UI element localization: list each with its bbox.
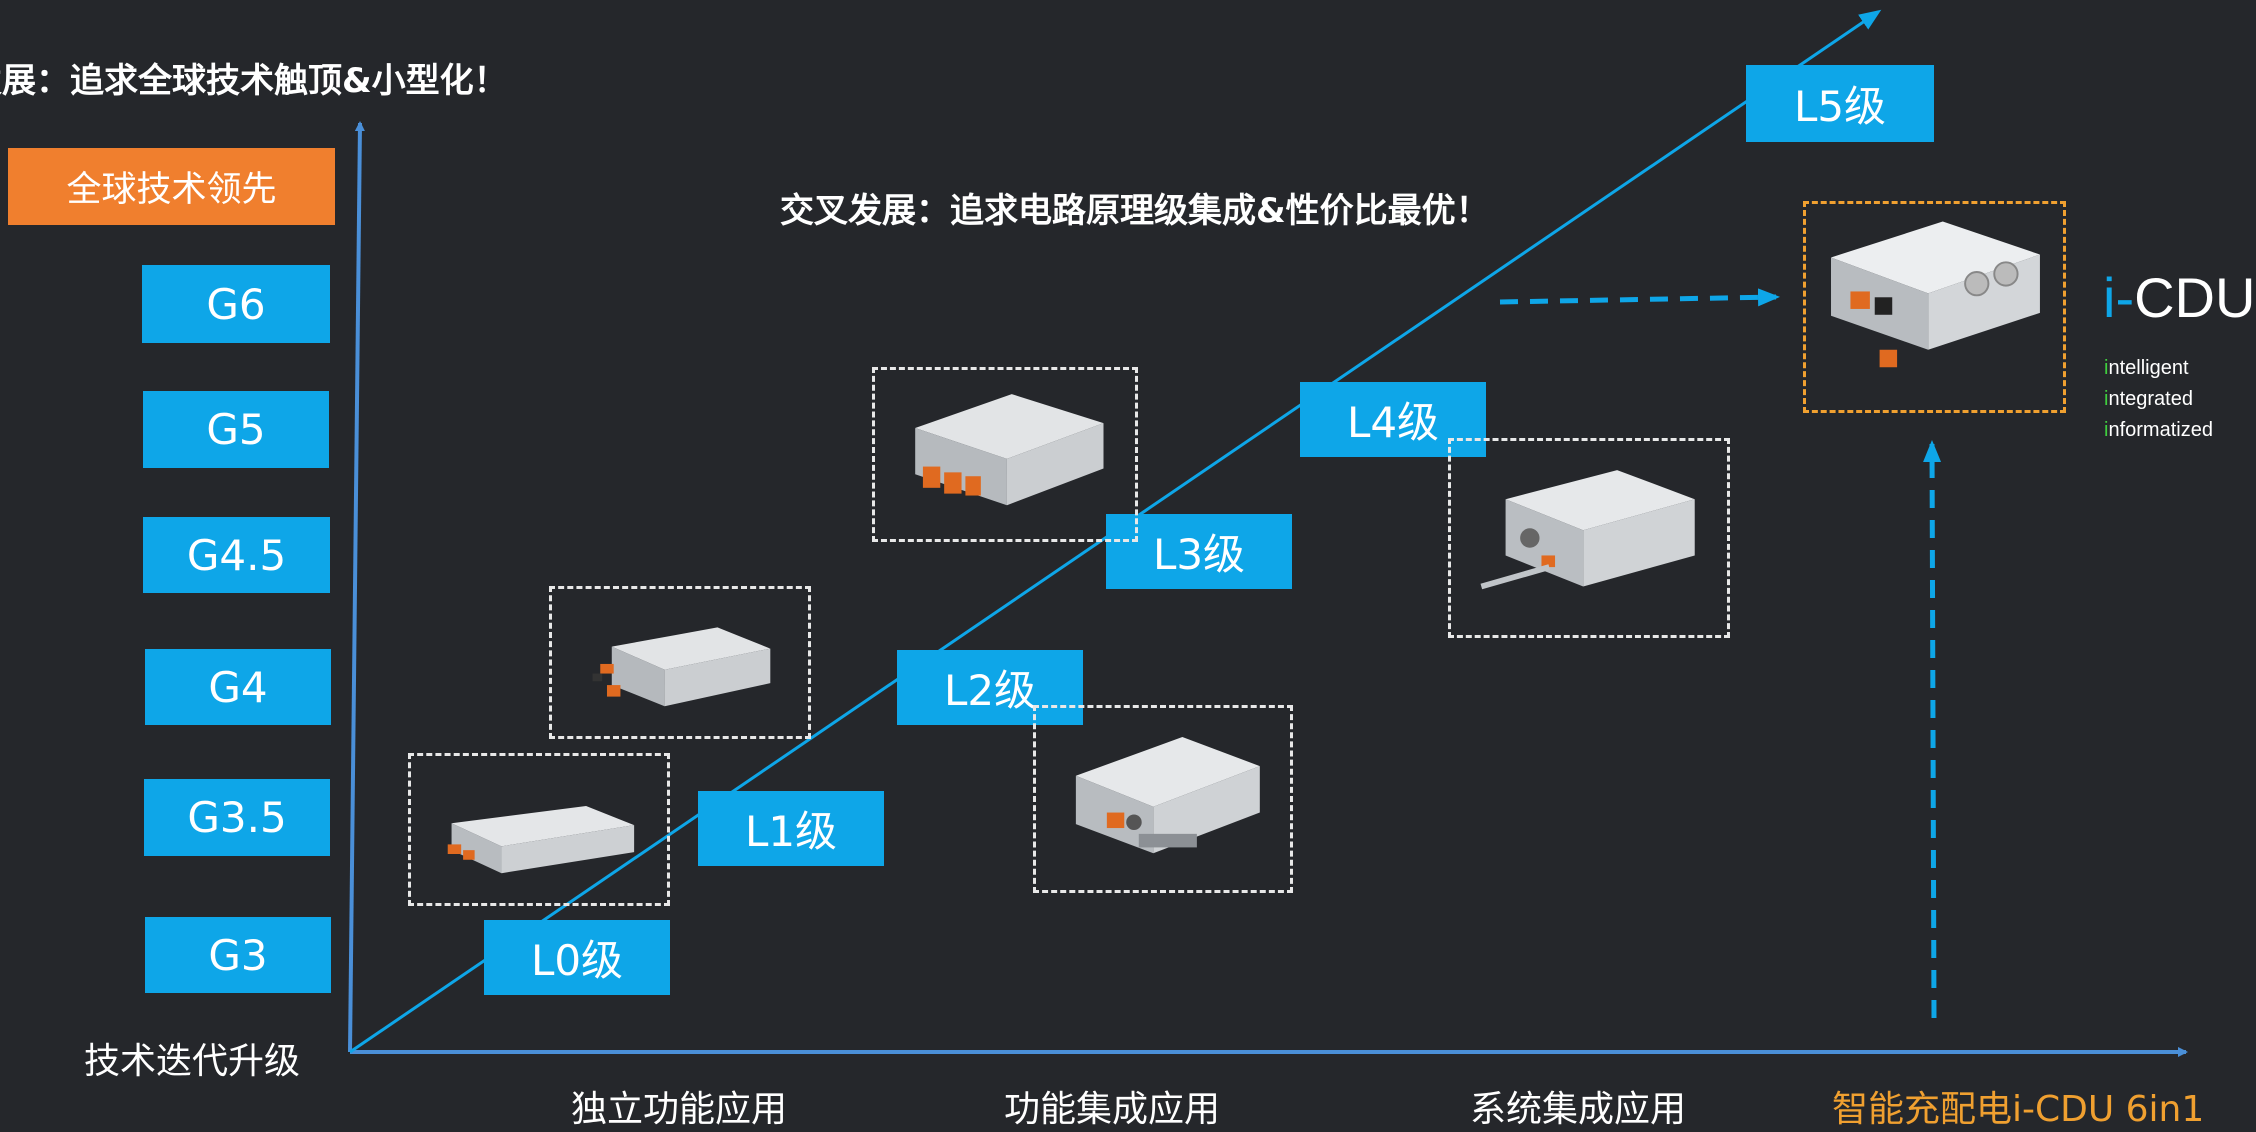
product-image-l1 xyxy=(549,586,811,739)
controller-box-icon xyxy=(1075,737,1260,854)
level-badge: L4级 xyxy=(1300,382,1486,457)
product-image-l3 xyxy=(872,367,1138,542)
x-category-label-highlight: 智能充配电i-CDU 6in1 xyxy=(1832,1089,2205,1130)
x-category-label: 独立功能应用 xyxy=(571,1089,788,1130)
icdu-prefix: i- xyxy=(2103,266,2135,329)
generation-badge: G3.5 xyxy=(144,779,330,856)
heading-vertical-development: 发展：追求全球技术触顶&小型化！ xyxy=(0,61,508,101)
x-category-label: 功能集成应用 xyxy=(1004,1089,1221,1130)
product-image-l0 xyxy=(408,753,670,906)
product-image-icdu xyxy=(1803,201,2066,413)
heading-cross-development: 交叉发展：追求电路原理级集成&性价比最优！ xyxy=(780,191,1490,231)
controller-box-icon xyxy=(1831,221,2040,368)
dashed-arrow-horizontal xyxy=(1499,288,1780,307)
generation-badge: G6 xyxy=(142,265,330,343)
y-axis-label: 技术迭代升级 xyxy=(84,1041,301,1082)
generation-badge: G3 xyxy=(145,917,331,993)
icdu-word: informatized xyxy=(2104,419,2213,441)
level-badge: L1级 xyxy=(698,791,884,866)
product-image-l4 xyxy=(1448,438,1730,638)
icdu-descriptors: intelligent integrated informatized xyxy=(2104,353,2213,446)
icdu-word: integrated xyxy=(2104,388,2193,410)
product-image-l2 xyxy=(1033,705,1293,893)
icdu-title: i-CDU xyxy=(2103,265,2255,330)
x-category-label: 系统集成应用 xyxy=(1470,1089,1687,1130)
controller-box-icon xyxy=(592,627,771,707)
dashed-arrow-vertical xyxy=(1923,440,1942,1019)
badge-global-leading: 全球技术领先 xyxy=(8,148,335,225)
controller-box-icon xyxy=(447,805,635,874)
generation-badge: G4.5 xyxy=(143,517,330,593)
icdu-name: CDU xyxy=(2134,266,2256,329)
generation-badge: G4 xyxy=(145,649,331,725)
icdu-word: intelligent xyxy=(2104,357,2189,379)
controller-box-icon xyxy=(1480,470,1695,590)
generation-badge: G5 xyxy=(143,391,329,468)
level-badge: L2级 xyxy=(897,650,1083,725)
y-axis xyxy=(348,121,365,1053)
level-badge: L5级 xyxy=(1746,65,1934,142)
controller-box-icon xyxy=(915,394,1104,506)
level-badge: L0级 xyxy=(484,920,670,995)
